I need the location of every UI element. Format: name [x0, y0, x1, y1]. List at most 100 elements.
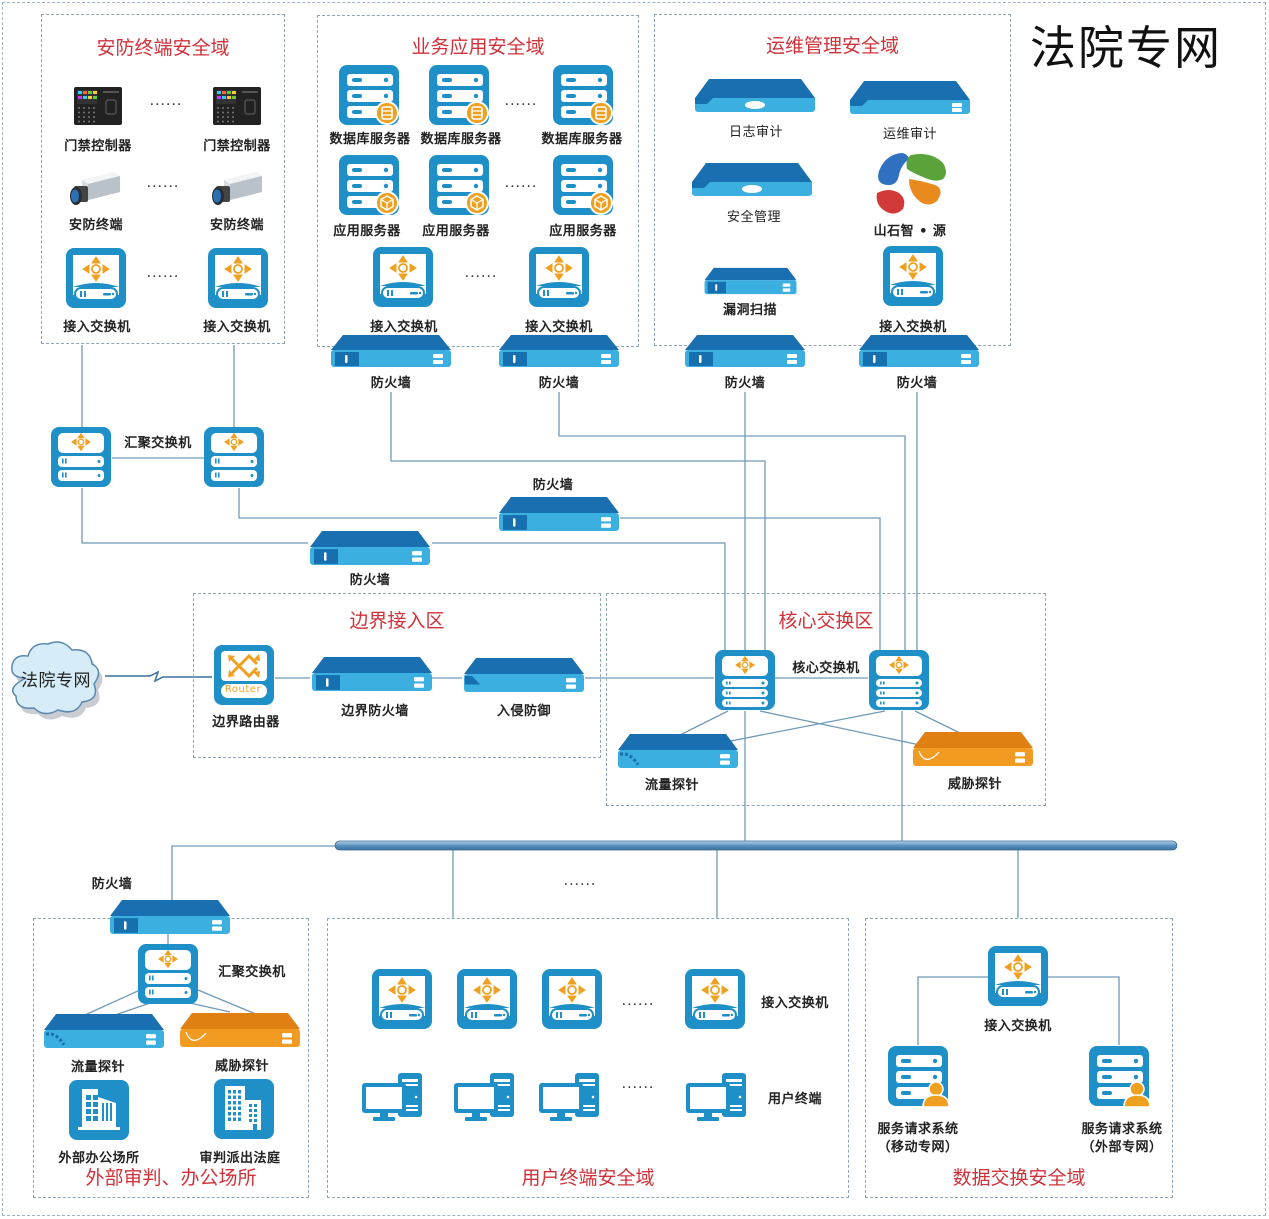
link-core1-flowprobe — [679, 710, 729, 736]
app-server-label: 应用服务器 — [333, 224, 401, 239]
link-agg-threatprobe — [197, 989, 259, 1016]
access-switch-label: 接入交换机 — [525, 320, 593, 335]
aggregation-switch-icon — [137, 943, 199, 1009]
firewall-icon — [308, 530, 432, 570]
database-server-icon — [428, 64, 492, 132]
lightning-link — [105, 670, 212, 683]
service-request-server-icon — [887, 1045, 951, 1113]
flow-probe-icon — [616, 733, 740, 773]
firewall-label: 防火墙 — [370, 376, 412, 391]
aggregation-switch-icon — [50, 426, 112, 492]
access-switch-icon — [528, 246, 590, 312]
user-terminal-pc-icon — [537, 1071, 601, 1127]
core-switch-label: 核心交换机 — [792, 661, 860, 676]
link-agg-flowprobe2 — [114, 1002, 151, 1016]
security-mgmt-appliance-icon — [690, 162, 814, 202]
access-switch-icon — [456, 968, 518, 1034]
log-audit-label: 日志审计 — [728, 125, 784, 140]
link-agg2-fw-top — [238, 488, 497, 519]
ellipsis: ...... — [563, 873, 597, 889]
app-server-icon — [428, 154, 492, 222]
zone-title: 运维管理安全域 — [765, 35, 899, 57]
link-fw-biz1-core — [390, 392, 766, 650]
firewall-icon — [108, 899, 232, 939]
ellipsis: ...... — [149, 93, 183, 109]
core-switch-icon — [868, 648, 930, 716]
link-dx-switch-left — [917, 976, 988, 1045]
access-switch-label: 接入交换机 — [879, 320, 947, 335]
link-agg-flowprobe — [84, 989, 141, 1016]
service-external-sublabel: （外部专网） — [1081, 1140, 1163, 1155]
ellipsis: ...... — [621, 993, 655, 1009]
service-mobile-sublabel: （移动专网） — [877, 1140, 959, 1155]
ellipsis: ...... — [621, 1076, 655, 1092]
access-switch-icon — [684, 968, 746, 1034]
user-terminal-label: 用户终端 — [767, 1092, 823, 1107]
camera-label: 安防终端 — [68, 218, 124, 233]
ellipsis: ...... — [464, 265, 498, 281]
door-controller-icon — [73, 86, 123, 130]
zone-ops-mgmt: 运维管理安全域 — [654, 14, 1011, 346]
link-fw2-core1 — [432, 542, 726, 650]
firewall-label: 防火墙 — [349, 573, 391, 588]
access-switch-label: 接入交换机 — [203, 320, 271, 335]
brand-label: 山石智 • 源 — [873, 224, 947, 239]
ops-audit-appliance-icon — [848, 80, 972, 120]
court-building-icon — [213, 1078, 275, 1144]
backbone-bus — [334, 840, 1178, 851]
firewall-icon — [497, 496, 621, 536]
access-switch-icon — [882, 245, 944, 311]
database-server-icon — [338, 64, 402, 132]
link-dx-switch-right — [1048, 976, 1120, 1045]
access-switch-icon — [372, 246, 434, 312]
access-switch-icon — [371, 968, 433, 1034]
vuln-scanner-icon — [703, 267, 798, 299]
access-switch-label: 接入交换机 — [984, 1019, 1052, 1034]
zone-core-switch: 核心交换区 — [606, 593, 1046, 806]
ips-label: 入侵防御 — [496, 704, 552, 719]
flow-probe-label: 流量探针 — [644, 778, 700, 793]
ellipsis: ...... — [504, 93, 538, 109]
cloud-court-network-icon — [6, 638, 106, 726]
firewall-icon — [497, 334, 621, 372]
access-switch-icon — [207, 247, 269, 313]
firewall-icon — [329, 334, 453, 372]
zone-business-app: 业务应用安全域 — [317, 15, 639, 347]
app-server-icon — [338, 154, 402, 222]
camera-label: 安防终端 — [209, 218, 265, 233]
hillstone-brand-logo — [873, 149, 949, 221]
zone-border-access: 边界接入区 — [193, 593, 601, 758]
door-controller-icon — [212, 86, 262, 130]
firewall-label: 防火墙 — [91, 877, 133, 892]
link-core2-flowprobe — [709, 710, 886, 746]
link-fwtop-core2 — [620, 517, 881, 650]
link-agg1-fw-core1 — [81, 488, 308, 544]
log-audit-appliance-icon — [693, 78, 817, 118]
user-terminal-pc-icon — [684, 1071, 748, 1127]
access-switch-icon — [65, 247, 127, 313]
ips-icon — [462, 657, 586, 697]
zone-title: 业务应用安全域 — [411, 36, 545, 58]
aggregation-switch-icon — [203, 426, 265, 492]
ellipsis: ...... — [146, 175, 180, 191]
app-server-label: 应用服务器 — [422, 224, 490, 239]
user-terminal-pc-icon — [360, 1071, 424, 1127]
link-core2-threatprobe — [914, 710, 961, 734]
office-label: 外部办公场所 — [58, 1151, 140, 1166]
db-server-label: 数据库服务器 — [541, 132, 623, 147]
link-agg-threatprobe2 — [189, 1002, 231, 1013]
border-firewall-icon — [310, 656, 434, 696]
link-fw-biz2-core — [558, 392, 906, 650]
border-router-label: 边界路由器 — [212, 715, 280, 730]
security-mgmt-label: 安全管理 — [726, 210, 782, 225]
service-request-server-icon — [1088, 1045, 1152, 1113]
security-camera-icon — [68, 170, 122, 216]
firewall-label: 防火墙 — [532, 478, 574, 493]
door-controller-label: 门禁控制器 — [64, 139, 132, 154]
firewall-icon — [857, 334, 981, 372]
threat-probe-icon — [178, 1012, 302, 1052]
door-controller-label: 门禁控制器 — [203, 139, 271, 154]
db-server-label: 数据库服务器 — [329, 132, 411, 147]
